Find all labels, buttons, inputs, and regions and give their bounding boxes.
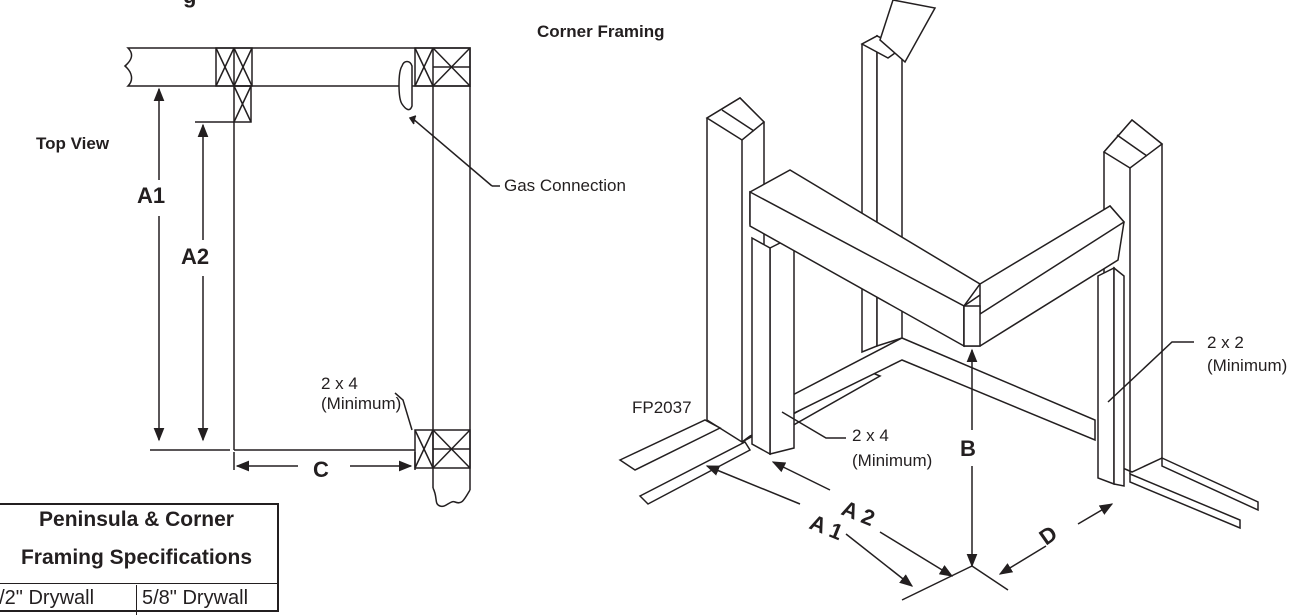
spec-table-divider [0,583,277,584]
header-fragment: g [183,0,196,8]
top-view-stud-label-2: (Minimum) [321,394,401,413]
corner-stud-2x4-line1: 2 x 4 [852,426,889,445]
corner-stud-2x4-line2: (Minimum) [852,451,932,470]
spec-table-title-1: Peninsula & Corner [39,508,234,531]
figure-id: FP2037 [632,398,692,417]
corner-stud-2x2-line2: (Minimum) [1207,356,1287,375]
gas-connection-label: Gas Connection [504,176,626,195]
spec-table-col-divider [136,585,137,615]
spec-col-1-header: 1/2" Drywall [0,587,95,609]
spec-table: Peninsula & Corner Framing Specification… [0,503,279,615]
top-view-dim-c: C [313,457,329,482]
top-view-stud-label-1: 2 x 4 [321,374,358,393]
corner-dim-b: B [960,436,976,461]
top-view-dim-a2: A2 [181,244,209,269]
top-view-title: Top View [36,134,110,153]
spec-col-2-header: 5/8" Drywall [142,587,249,609]
top-view-drawing [123,47,500,508]
corner-framing-drawing [618,0,1259,530]
corner-framing-title: Corner Framing [537,22,665,41]
corner-dim-d: D [1035,521,1062,551]
spec-table-title-2: Framing Specifications [20,546,253,569]
framing-diagram: g [36,0,1287,601]
corner-stud-2x2-line1: 2 x 2 [1207,333,1244,352]
top-view-dim-a1: A1 [137,183,165,208]
